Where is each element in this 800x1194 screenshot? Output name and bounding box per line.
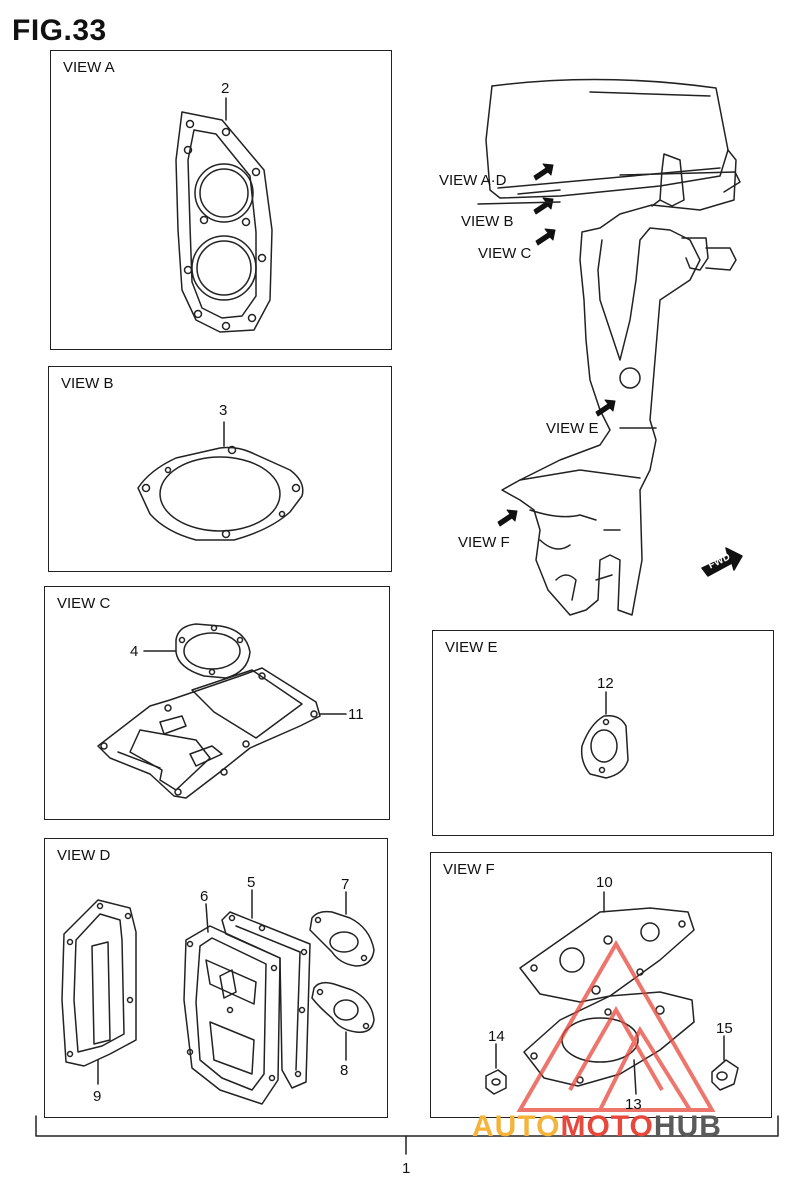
callout-part-11: 11 <box>348 706 364 723</box>
watermark: AUTOMOTOHUB <box>472 1110 722 1144</box>
view-b-label: VIEW B <box>61 375 114 392</box>
callout-part-7: 7 <box>341 876 350 893</box>
engine-label-view-f: VIEW F <box>458 534 510 551</box>
view-f-panel: VIEW F <box>430 852 772 1118</box>
callout-part-6: 6 <box>200 888 209 905</box>
engine-label-view-e: VIEW E <box>546 420 599 437</box>
engine-label-view-a-d: VIEW A·D <box>439 172 507 189</box>
watermark-part-2: MOTO <box>560 1110 654 1143</box>
view-f-label: VIEW F <box>443 861 495 878</box>
view-d-panel: VIEW D <box>44 838 388 1118</box>
fwd-badge: FWD <box>706 551 733 572</box>
watermark-part-3: HUB <box>653 1110 722 1143</box>
view-c-label: VIEW C <box>57 595 111 612</box>
callout-part-8: 8 <box>340 1062 349 1079</box>
engine-arrows <box>497 163 616 527</box>
watermark-part-1: AUTO <box>472 1110 561 1143</box>
callout-part-10: 10 <box>596 874 613 891</box>
view-d-label: VIEW D <box>57 847 111 864</box>
engine-label-view-c: VIEW C <box>478 245 532 262</box>
callout-part-9: 9 <box>93 1088 102 1105</box>
callout-part-3: 3 <box>219 402 228 419</box>
callout-part-2: 2 <box>221 80 230 97</box>
view-e-panel: VIEW E <box>432 630 774 836</box>
callout-part-4: 4 <box>130 643 139 660</box>
callout-part-12: 12 <box>597 675 614 692</box>
callout-part-14: 14 <box>488 1028 505 1045</box>
view-e-label: VIEW E <box>445 639 498 656</box>
view-c-panel: VIEW C <box>44 586 390 820</box>
callout-part-5: 5 <box>247 874 256 891</box>
outboard-motor-illustration <box>485 78 741 616</box>
view-b-panel: VIEW B <box>48 366 392 572</box>
view-a-label: VIEW A <box>63 59 115 76</box>
figure-title: FIG.33 <box>12 14 107 47</box>
callout-assembly-1: 1 <box>402 1160 411 1177</box>
callout-part-15: 15 <box>716 1020 733 1037</box>
engine-label-view-b: VIEW B <box>461 213 514 230</box>
